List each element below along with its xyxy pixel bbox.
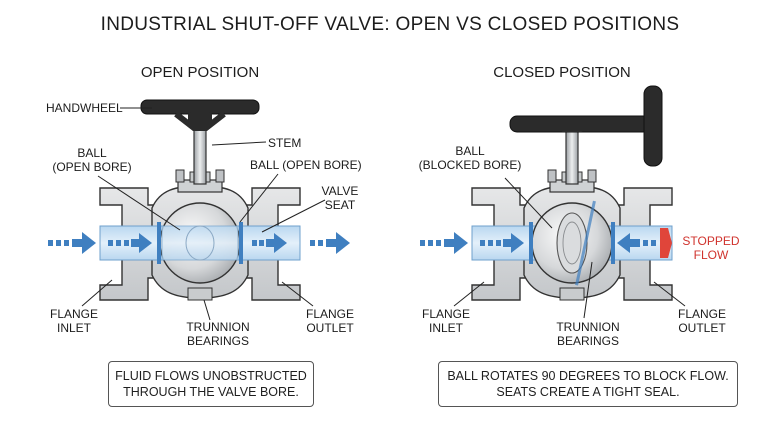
closed-trunnion: [559, 287, 585, 301]
open-ball-bore: [161, 225, 239, 261]
closed-backflow-arrow: [617, 233, 656, 253]
open-inlet-arrow: [48, 232, 96, 254]
closed-ball-bore-rim: [562, 221, 582, 265]
open-ball-bore-rim: [185, 225, 215, 261]
closed-seat-right: [611, 222, 615, 264]
closed-seat-seal: [575, 200, 596, 286]
closed-handwheel: [643, 85, 663, 167]
label-handwheel: HANDWHEEL: [46, 101, 123, 115]
open-bore-arrow-left: [108, 233, 152, 253]
diagram-title: INDUSTRIAL SHUT-OFF VALVE: OPEN VS CLOSE…: [100, 14, 680, 35]
closed-caption-line-1: BALL ROTATES 90 DEGREES TO BLOCK FLOW.: [447, 369, 729, 383]
open-seat-right: [239, 222, 243, 264]
closed-seat-left: [529, 222, 533, 264]
open-caption-box: FLUID FLOWS UNOBSTRUCTED THROUGH THE VAL…: [108, 361, 314, 407]
label-ball-open-bore-left: BALL(OPEN BORE): [52, 146, 132, 174]
open-position-heading: OPEN POSITION: [140, 64, 260, 81]
label-ball-open-bore-right: BALL (OPEN BORE): [250, 158, 362, 172]
open-outlet-arrow: [310, 232, 350, 254]
open-stem: [193, 121, 207, 185]
open-bonnet-bolt-left: [175, 169, 185, 183]
stop-marker: [660, 228, 672, 258]
closed-leader-lines: [453, 177, 686, 319]
open-seat-left: [157, 222, 161, 264]
closed-caption-line-2: SEATS CREATE A TIGHT SEAL.: [496, 385, 680, 399]
open-caption-line-1: FLUID FLOWS UNOBSTRUCTED: [115, 369, 307, 383]
closed-caption-box: BALL ROTATES 90 DEGREES TO BLOCK FLOW. S…: [438, 361, 738, 407]
label-ball-blocked-bore: BALL(BLOCKED BORE): [418, 144, 522, 172]
open-bore-arrow-right: [252, 233, 287, 253]
label-stem: STEM: [268, 136, 302, 150]
closed-bore-arrow-left: [480, 233, 524, 253]
open-handwheel-hub: [188, 112, 212, 128]
closed-valve: [420, 85, 686, 319]
closed-bonnet-bolt-left: [547, 169, 557, 183]
closed-inlet-arrow: [420, 232, 468, 254]
open-leader-lines: [81, 107, 326, 321]
open-bonnet-bolt-right: [215, 169, 225, 183]
open-trunnion: [187, 287, 213, 301]
closed-handwheel-hub: [560, 118, 584, 132]
open-valve: [48, 99, 350, 321]
closed-position-heading: CLOSED POSITION: [493, 64, 631, 81]
open-caption-line-2: THROUGH THE VALVE BORE.: [123, 385, 299, 399]
open-handwheel: [140, 99, 260, 115]
closed-bonnet-bolt-right: [587, 169, 597, 183]
